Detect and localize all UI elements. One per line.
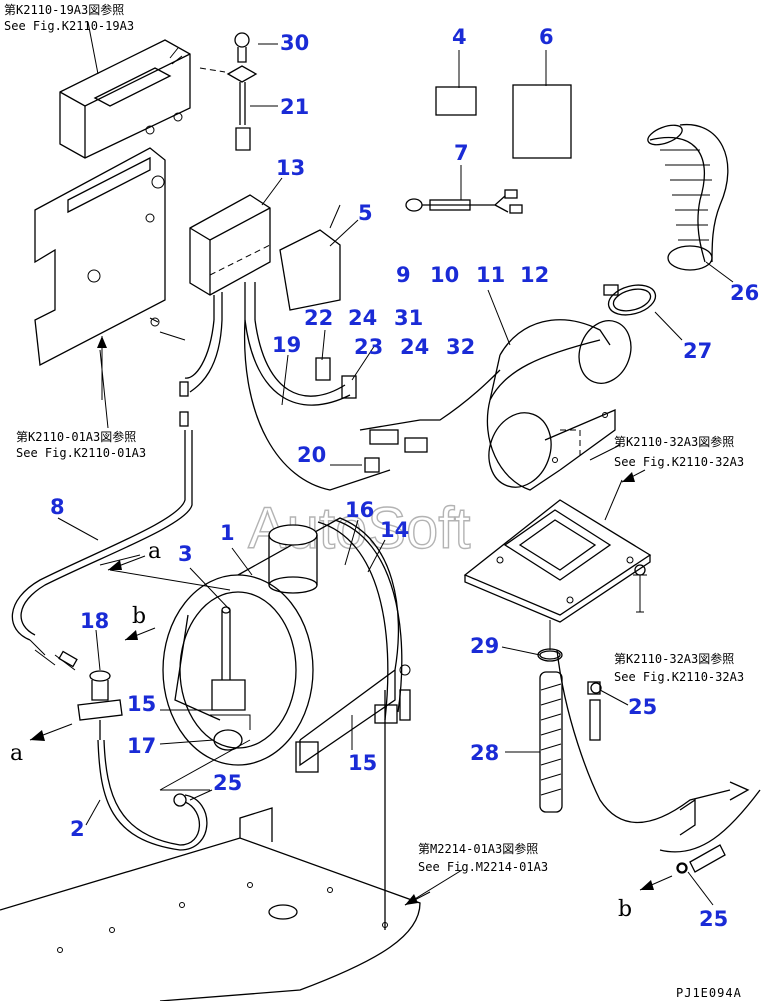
ref-k2110-01a3-en: See Fig.K2110-01A3 <box>16 446 146 460</box>
ref-k2110-01a3-jp: 第K2110-01A3図参照 <box>16 429 136 444</box>
callout-24b: 24 <box>400 335 429 359</box>
drawing-code: PJ1E094A <box>676 986 742 1000</box>
ref-k2110-32a3-jp-mid: 第K2110-32A3図参照 <box>614 651 734 666</box>
ref-m2214-01a3-en: See Fig.M2214-01A3 <box>418 860 548 874</box>
callout-8: 8 <box>50 495 65 519</box>
callout-19: 19 <box>272 333 301 357</box>
callout-13: 13 <box>276 156 305 180</box>
callout-9: 9 <box>396 263 411 287</box>
floor-plate <box>0 807 421 1001</box>
heater-unit <box>486 319 632 491</box>
callout-7: 7 <box>454 141 469 165</box>
callout-25b: 25 <box>628 695 657 719</box>
reference-notes: 第K2110-19A3図参照 See Fig.K2110-19A3 第K2110… <box>4 2 744 1000</box>
callout-21: 21 <box>280 95 309 119</box>
callout-24a: 24 <box>348 306 377 330</box>
ref-k2110-32a3-en-mid: See Fig.K2110-32A3 <box>614 670 744 684</box>
right-cable <box>556 649 761 874</box>
direction-b-upper: b <box>132 604 146 629</box>
fuel-tank <box>162 517 411 930</box>
fuel-gauge <box>210 606 251 751</box>
switch-assembly <box>169 32 258 151</box>
leader-lines <box>57 21 734 906</box>
hose-clamp <box>603 284 657 316</box>
callout-23: 23 <box>354 335 383 359</box>
duct-flange <box>463 499 652 623</box>
callout-26: 26 <box>730 281 759 305</box>
clamp-25-bottom <box>677 863 687 873</box>
callout-25c: 25 <box>699 907 728 931</box>
callout-5: 5 <box>358 201 373 225</box>
direction-b-lower: b <box>618 897 632 922</box>
drain-tube <box>537 620 563 813</box>
label-sheet <box>279 204 341 311</box>
clamp-25-left <box>173 793 187 807</box>
callout-22: 22 <box>304 306 333 330</box>
ref-m2214-01a3-jp: 第M2214-01A3図参照 <box>418 841 538 856</box>
callout-31: 31 <box>394 306 423 330</box>
callout-2: 2 <box>70 817 85 841</box>
callout-29: 29 <box>470 634 499 658</box>
callout-27: 27 <box>683 339 712 363</box>
callout-15b: 15 <box>348 751 377 775</box>
callout-28: 28 <box>470 741 499 765</box>
callout-4: 4 <box>452 25 467 49</box>
callout-18: 18 <box>80 609 109 633</box>
plate-6 <box>512 84 572 159</box>
callout-1: 1 <box>220 521 235 545</box>
callout-6: 6 <box>539 25 554 49</box>
ref-k2110-32a3-en-top: See Fig.K2110-32A3 <box>614 455 744 469</box>
callout-25a: 25 <box>213 771 242 795</box>
callout-20: 20 <box>297 443 326 467</box>
callouts: 30 21 13 5 4 6 7 26 27 9 10 11 12 22 24 … <box>50 25 759 931</box>
callout-16: 16 <box>345 498 374 522</box>
ref-k2110-32a3-jp-top: 第K2110-32A3図参照 <box>614 434 734 449</box>
harness-7 <box>405 189 523 214</box>
callout-11: 11 <box>476 263 505 287</box>
callout-10: 10 <box>430 263 459 287</box>
duct-hose <box>647 124 729 271</box>
direction-a-upper: a <box>148 539 161 564</box>
callout-15a: 15 <box>127 692 156 716</box>
callout-30: 30 <box>280 31 309 55</box>
side-plate <box>34 147 186 367</box>
callout-12: 12 <box>520 263 549 287</box>
drain-valve <box>77 670 208 851</box>
callout-32: 32 <box>446 335 475 359</box>
control-box <box>189 194 271 320</box>
plate-4 <box>435 86 477 116</box>
clamp-25-mid <box>590 682 602 694</box>
wiring <box>11 319 501 671</box>
ref-k2110-19a3-en: See Fig.K2110-19A3 <box>4 19 134 33</box>
callout-17: 17 <box>127 734 156 758</box>
direction-a-lower: a <box>10 741 23 766</box>
ref-k2110-19a3-jp: 第K2110-19A3図参照 <box>4 2 124 17</box>
callout-3: 3 <box>178 542 193 566</box>
callout-14: 14 <box>380 518 409 542</box>
upper-bracket <box>59 39 191 159</box>
direction-arrows: a b a b <box>10 336 673 922</box>
